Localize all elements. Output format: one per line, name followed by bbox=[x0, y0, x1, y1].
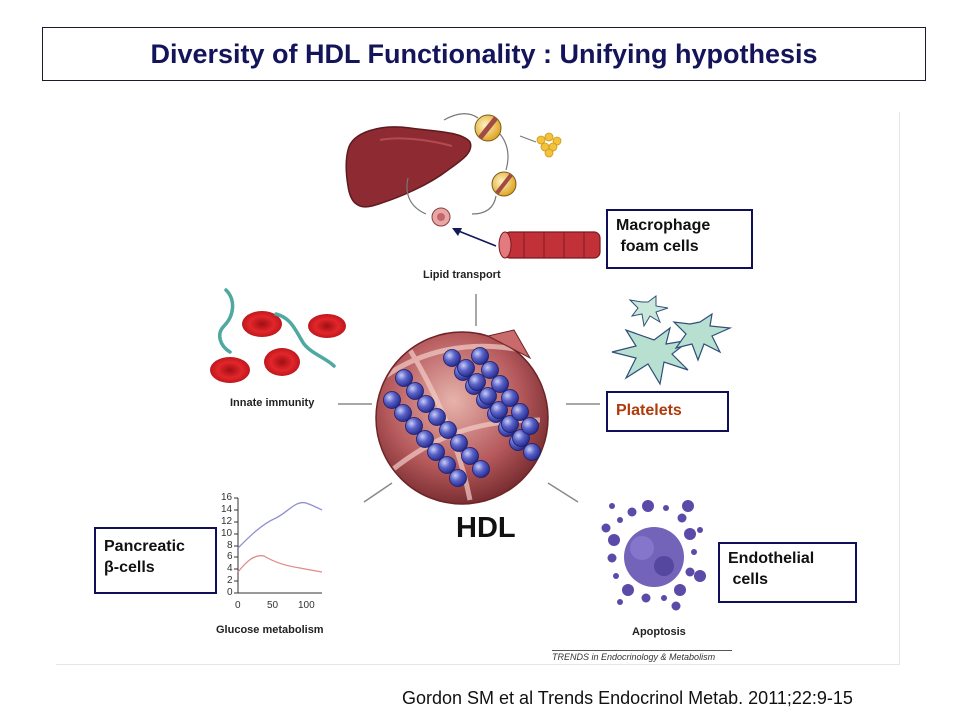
y-tick: 6 bbox=[227, 551, 233, 562]
apoptotic-bleb bbox=[642, 500, 654, 512]
apoptotic-bleb bbox=[601, 523, 611, 533]
y-tick: 2 bbox=[227, 575, 233, 586]
lipid-bead bbox=[523, 443, 541, 461]
glucose-chart bbox=[234, 497, 323, 594]
platelet-cells bbox=[611, 295, 733, 386]
hdl-lipid-beads bbox=[383, 347, 541, 487]
lipid-bead bbox=[521, 417, 539, 435]
x-tick: 100 bbox=[298, 600, 315, 611]
apoptotic-bleb bbox=[691, 549, 697, 555]
apoptotic-bleb bbox=[641, 593, 651, 603]
lipid-bead bbox=[450, 434, 468, 452]
apoptotic-bleb bbox=[677, 513, 687, 523]
glucose-curve-upper bbox=[237, 501, 323, 549]
lipid-bead bbox=[383, 391, 401, 409]
apoptotic-bleb bbox=[694, 570, 706, 582]
apoptosis-label: Apoptosis bbox=[632, 626, 686, 638]
apoptotic-bleb bbox=[622, 584, 634, 596]
endothelial-callout: Endothelial cells bbox=[718, 542, 857, 603]
slide-title: Diversity of HDL Functionality : Unifyin… bbox=[150, 38, 818, 69]
apoptotic-bleb bbox=[617, 517, 623, 523]
lipid-bead bbox=[428, 408, 446, 426]
liver-illustration bbox=[345, 126, 472, 208]
lipid-transport-label: Lipid transport bbox=[423, 269, 501, 281]
trends-credit: TRENDS in Endocrinology & Metabolism bbox=[552, 650, 732, 662]
platelets-callout: Platelets bbox=[606, 391, 729, 432]
trypanosome-parasites bbox=[218, 288, 336, 368]
connector-lines bbox=[338, 294, 600, 503]
figure-panel bbox=[56, 112, 900, 665]
lipid-bead bbox=[438, 456, 456, 474]
glucose-curve-lower bbox=[237, 555, 323, 573]
red-blood-cells bbox=[210, 311, 346, 383]
lipid-bead bbox=[471, 347, 489, 365]
lipid-bead bbox=[461, 447, 479, 465]
apoptotic-cell bbox=[601, 500, 706, 611]
y-tick: 16 bbox=[221, 492, 233, 503]
apoptotic-bleb bbox=[613, 573, 619, 579]
apoptotic-bleb bbox=[671, 601, 681, 611]
apoptotic-bleb bbox=[609, 503, 615, 509]
apoptotic-bleb bbox=[663, 505, 669, 511]
x-tick: 50 bbox=[267, 600, 279, 611]
lipid-bead bbox=[501, 415, 519, 433]
apoptotic-bleb bbox=[697, 527, 703, 533]
macrophage-callout: Macrophage foam cells bbox=[606, 209, 753, 269]
apoptotic-bleb bbox=[674, 584, 686, 596]
lipid-bead bbox=[417, 395, 435, 413]
y-tick: 12 bbox=[221, 516, 233, 527]
lipid-bead bbox=[405, 417, 423, 435]
lipid-cycle-arrows bbox=[406, 113, 537, 215]
y-tick: 10 bbox=[221, 528, 233, 539]
lipid-bead bbox=[490, 401, 508, 419]
lipid-bead bbox=[501, 389, 519, 407]
lipid-bead bbox=[512, 429, 530, 447]
apoptotic-bleb bbox=[684, 528, 696, 540]
apoptotic-bleb bbox=[685, 567, 695, 577]
lipid-bead bbox=[491, 375, 509, 393]
x-tick: 0 bbox=[235, 600, 241, 611]
lipid-droplets-icon bbox=[536, 132, 562, 158]
lipid-bead bbox=[416, 430, 434, 448]
lipid-bead bbox=[468, 373, 486, 391]
lipid-bead bbox=[479, 387, 497, 405]
pancreatic-callout: Pancreatic β-cells bbox=[94, 527, 217, 594]
citation: Gordon SM et al Trends Endocrinol Metab.… bbox=[402, 688, 853, 708]
lipid-bead bbox=[457, 359, 475, 377]
apoptotic-bleb bbox=[607, 553, 617, 563]
y-tick: 8 bbox=[227, 540, 233, 551]
apoptotic-bleb bbox=[608, 534, 620, 546]
artery-vessel bbox=[498, 231, 601, 259]
apoptotic-bleb bbox=[627, 507, 637, 517]
lipid-bead bbox=[394, 404, 412, 422]
lipid-bead bbox=[395, 369, 413, 387]
y-tick: 4 bbox=[227, 563, 233, 574]
glucose-metabolism-label: Glucose metabolism bbox=[216, 624, 324, 636]
y-tick: 0 bbox=[227, 587, 233, 598]
apoptotic-bleb bbox=[617, 599, 623, 605]
lipid-bead bbox=[406, 382, 424, 400]
apoptotic-bleb bbox=[682, 500, 694, 512]
lipid-bead bbox=[443, 349, 461, 367]
title-box: Diversity of HDL Functionality : Unifyin… bbox=[42, 27, 926, 81]
hdl-label: HDL bbox=[456, 512, 516, 544]
lipid-bead bbox=[439, 421, 457, 439]
lipid-bead bbox=[511, 403, 529, 421]
efflux-arrow bbox=[452, 228, 497, 247]
y-tick: 14 bbox=[221, 504, 233, 515]
lipid-bead bbox=[481, 361, 499, 379]
lipid-bead bbox=[427, 443, 445, 461]
lipid-bead bbox=[449, 469, 467, 487]
lipoprotein-particles bbox=[431, 114, 517, 227]
lipid-bead bbox=[472, 460, 490, 478]
apoptotic-bleb bbox=[661, 595, 667, 601]
innate-immunity-label: Innate immunity bbox=[230, 397, 315, 409]
